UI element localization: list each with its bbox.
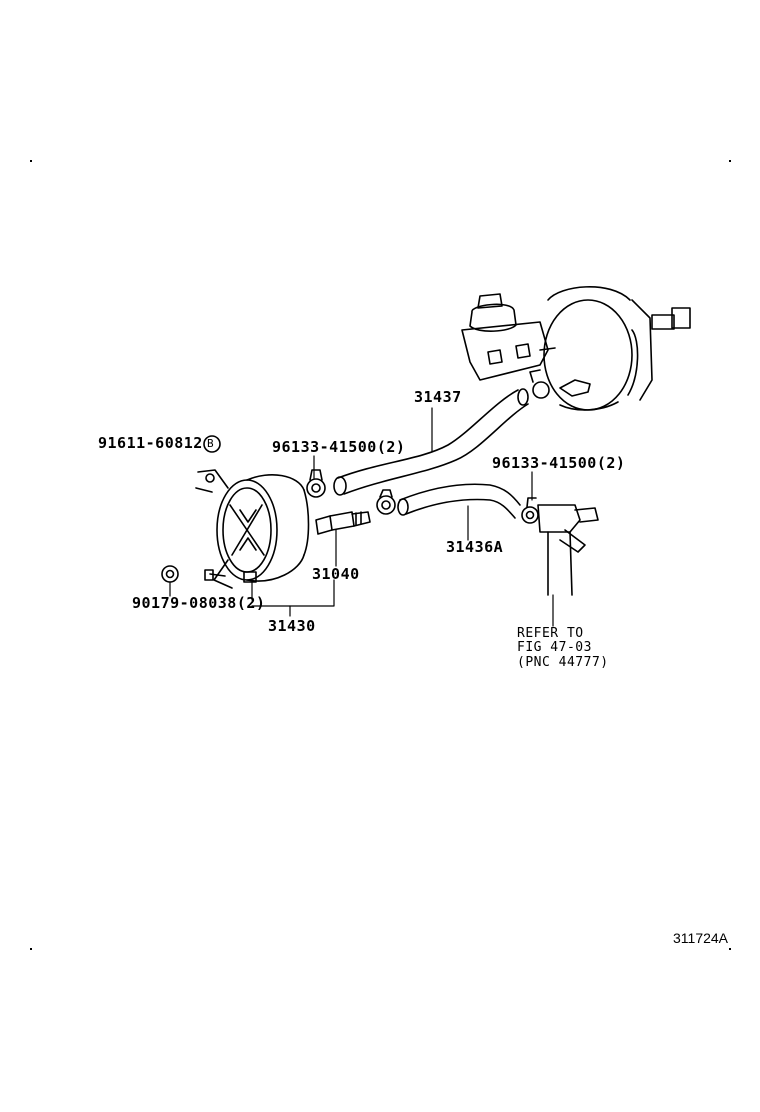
vacuum-hose-upper xyxy=(333,388,529,496)
label-refer-line1: REFER TO xyxy=(517,626,584,641)
label-clamp-right: 96133-41500(2) xyxy=(492,454,626,472)
vacuum-hose-lower xyxy=(397,483,521,519)
brake-booster xyxy=(543,286,691,411)
bolt-marker xyxy=(203,435,221,453)
label-hose-lower: 31436A xyxy=(446,538,504,556)
master-cylinder xyxy=(461,293,556,381)
label-assembly: 31430 xyxy=(268,617,316,635)
label-bolt: 91611-60812 xyxy=(98,434,203,452)
corner-dot-top-right xyxy=(729,160,731,162)
corner-dot-bottom-right xyxy=(729,948,731,950)
label-union: 31040 xyxy=(312,565,360,583)
nut xyxy=(161,565,179,583)
leader-lines xyxy=(169,407,554,627)
corner-dot-bottom-left xyxy=(30,948,32,950)
figure-number: 311724A xyxy=(673,930,729,946)
label-hose-upper: 31437 xyxy=(414,388,462,406)
label-clamp-left: 96133-41500(2) xyxy=(272,438,406,456)
check-valve-right xyxy=(537,504,599,596)
label-bolt-marker: B xyxy=(207,437,215,450)
label-refer-line3: (PNC 44777) xyxy=(517,655,609,670)
vacuum-tank xyxy=(195,469,310,589)
union-fitting xyxy=(315,511,371,535)
label-nut: 90179-08038(2) xyxy=(132,594,266,612)
clamp-left xyxy=(306,469,326,498)
label-refer-line2: FIG 47-03 xyxy=(517,640,592,655)
corner-dot-top-left xyxy=(30,160,32,162)
clamp-booster-side xyxy=(529,369,550,399)
clamp-middle xyxy=(376,489,396,515)
clamp-right xyxy=(521,497,539,524)
